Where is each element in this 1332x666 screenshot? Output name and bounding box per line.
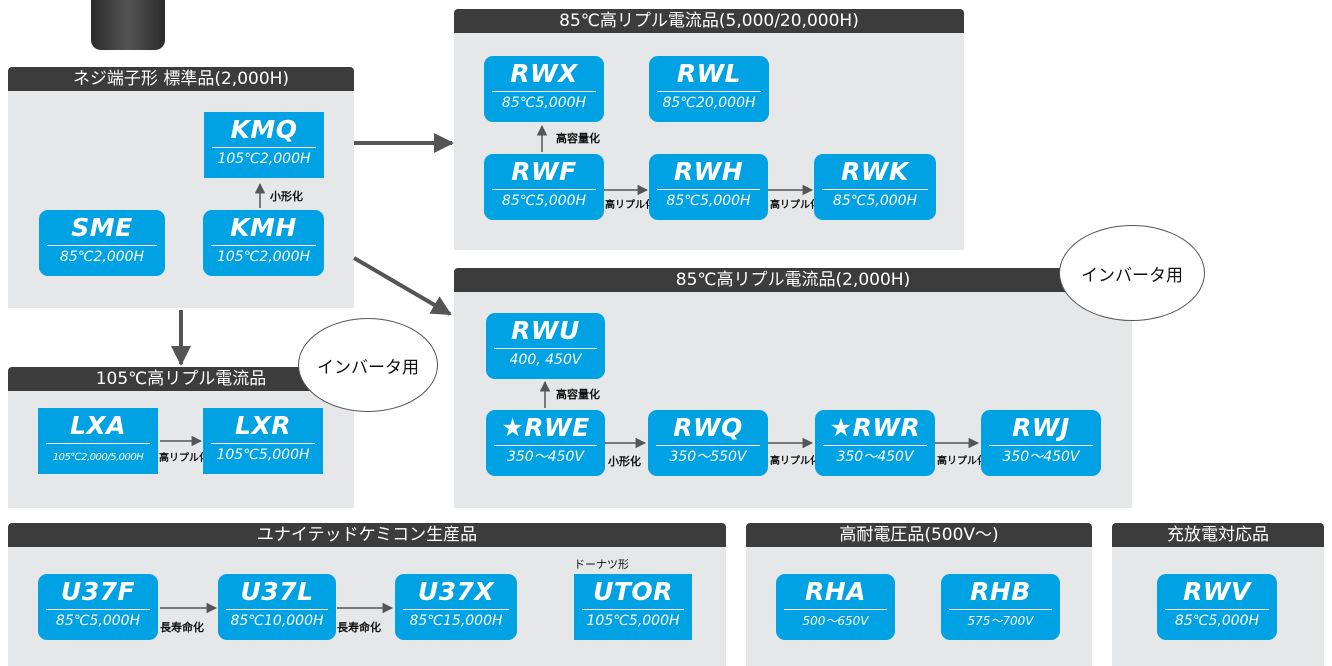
- label-higher-ripple-rwr: 高リプル化: [937, 456, 987, 467]
- series-rwj: RWJ 350〜450V: [981, 410, 1101, 476]
- series-rwj-spec: 350〜450V: [1002, 449, 1080, 465]
- series-rhb: RHB 575〜700V: [941, 574, 1060, 640]
- label-donut-shape: ドーナツ形: [574, 558, 629, 571]
- inverter-badge-85: インバータ用: [1059, 225, 1205, 321]
- series-rhb-spec: 575〜700V: [967, 614, 1034, 628]
- series-rwf-name: RWF: [511, 157, 577, 186]
- panel-85-ripple-long-title: 85℃高リプル電流品(5,000/20,000H): [454, 9, 964, 33]
- series-rwr: ★RWR 350〜450V: [815, 410, 935, 476]
- series-lxa-name: LXA: [69, 411, 127, 440]
- series-lxa-spec: 105℃2,000/5,000H: [52, 452, 144, 463]
- panel-united-title: ユナイテッドケミコン生産品: [8, 523, 726, 547]
- series-rwr-spec: 350〜450V: [836, 449, 914, 465]
- series-rwh: RWH 85℃5,000H: [649, 154, 768, 220]
- series-u37x-name: U37X: [417, 577, 495, 606]
- label-higher-ripple-rwf: 高リプル化: [605, 200, 655, 211]
- series-u37f-name: U37F: [60, 577, 136, 606]
- series-u37x: U37X 85℃15,000H: [395, 574, 517, 640]
- series-rha-name: RHA: [804, 577, 867, 606]
- label-higher-capacity-rwe: 高容量化: [556, 388, 600, 401]
- series-utor: UTOR 105℃5,000H: [574, 574, 692, 640]
- series-rwf: RWF 85℃5,000H: [484, 154, 604, 220]
- capacitor-photo: [91, 0, 165, 50]
- series-rwe: ★RWE 350〜450V: [486, 410, 605, 476]
- panel-high-voltage-title: 高耐電圧品(500V〜): [746, 523, 1092, 547]
- series-kmh-spec: 105℃2,000H: [216, 249, 311, 265]
- series-rwq-name: RWQ: [673, 413, 743, 442]
- series-rwu-spec: 400, 450V: [509, 352, 582, 368]
- series-sme-name: SME: [71, 213, 133, 242]
- series-u37l-name: U37L: [240, 577, 314, 606]
- series-rwh-spec: 85℃5,000H: [666, 193, 751, 209]
- series-rwq-spec: 350〜550V: [669, 449, 747, 465]
- series-lxr-name: LXR: [235, 411, 291, 440]
- series-sme: SME 85℃2,000H: [39, 210, 165, 276]
- series-rwk-name: RWK: [841, 157, 909, 186]
- series-rwu: RWU 400, 450V: [486, 313, 605, 379]
- label-higher-ripple-rwh: 高リプル化: [770, 200, 820, 211]
- series-kmq: KMQ 105℃2,000H: [204, 112, 324, 178]
- panel-screw-terminal-title: ネジ端子形 標準品(2,000H): [8, 67, 354, 91]
- series-rhb-name: RHB: [970, 577, 1031, 606]
- label-longer-life-u37l: 長寿命化: [337, 621, 381, 634]
- series-rwh-name: RWH: [673, 157, 744, 186]
- series-rwu-name: RWU: [511, 316, 580, 345]
- series-u37f-spec: 85℃5,000H: [55, 613, 141, 629]
- series-lxr: LXR 105℃5,000H: [203, 408, 323, 474]
- panel-charge-discharge-title: 充放電対応品: [1112, 523, 1324, 547]
- inverter-badge-105: インバータ用: [298, 318, 438, 412]
- series-u37f: U37F 85℃5,000H: [38, 574, 158, 640]
- series-rwv: RWV 85℃5,000H: [1157, 574, 1277, 640]
- series-rwr-name: ★RWR: [829, 413, 921, 442]
- label-higher-ripple-rwq: 高リプル化: [770, 456, 820, 467]
- series-rwx: RWX 85℃5,000H: [484, 56, 604, 122]
- series-utor-name: UTOR: [593, 577, 673, 606]
- label-higher-ripple-lxa: 高リプル化: [159, 453, 209, 464]
- series-lxa: LXA 105℃2,000/5,000H: [38, 408, 158, 474]
- series-rwx-spec: 85℃5,000H: [501, 95, 587, 111]
- label-longer-life-u37f: 長寿命化: [160, 621, 204, 634]
- series-kmh-name: KMH: [230, 213, 297, 242]
- series-rwx-name: RWX: [510, 59, 578, 88]
- series-u37x-spec: 85℃15,000H: [409, 613, 503, 629]
- series-rwv-name: RWV: [1183, 577, 1251, 606]
- series-u37l: U37L 85℃10,000H: [218, 574, 336, 640]
- label-smaller-kmh: 小形化: [270, 190, 303, 203]
- series-rha-spec: 500〜650V: [802, 614, 869, 628]
- series-u37l-spec: 85℃10,000H: [230, 613, 324, 629]
- series-rwf-spec: 85℃5,000H: [501, 193, 587, 209]
- series-rwk-spec: 85℃5,000H: [832, 193, 918, 209]
- series-rwl-spec: 85℃20,000H: [662, 95, 756, 111]
- series-rwq: RWQ 350〜550V: [648, 410, 768, 476]
- series-rwe-name: ★RWE: [501, 413, 590, 442]
- series-lxr-spec: 105℃5,000H: [216, 447, 310, 463]
- series-rha: RHA 500〜650V: [776, 574, 895, 640]
- series-kmq-spec: 105℃2,000H: [217, 151, 311, 167]
- series-rwj-name: RWJ: [1012, 413, 1070, 442]
- series-rwl: RWL 85℃20,000H: [649, 56, 769, 122]
- series-kmh: KMH 105℃2,000H: [203, 210, 324, 276]
- label-smaller-rwe: 小形化: [608, 455, 641, 468]
- panel-85-ripple-2000-title: 85℃高リプル電流品(2,000H): [454, 268, 1132, 292]
- label-higher-capacity-rwf: 高容量化: [556, 132, 600, 145]
- series-rwl-name: RWL: [676, 59, 742, 88]
- series-kmq-name: KMQ: [230, 115, 298, 144]
- series-utor-spec: 105℃5,000H: [586, 613, 680, 629]
- series-rwv-spec: 85℃5,000H: [1174, 613, 1260, 629]
- series-sme-spec: 85℃2,000H: [59, 249, 145, 265]
- panel-105-high-ripple-title: 105℃高リプル電流品: [8, 367, 354, 391]
- series-rwk: RWK 85℃5,000H: [814, 154, 936, 220]
- series-rwe-spec: 350〜450V: [506, 449, 585, 465]
